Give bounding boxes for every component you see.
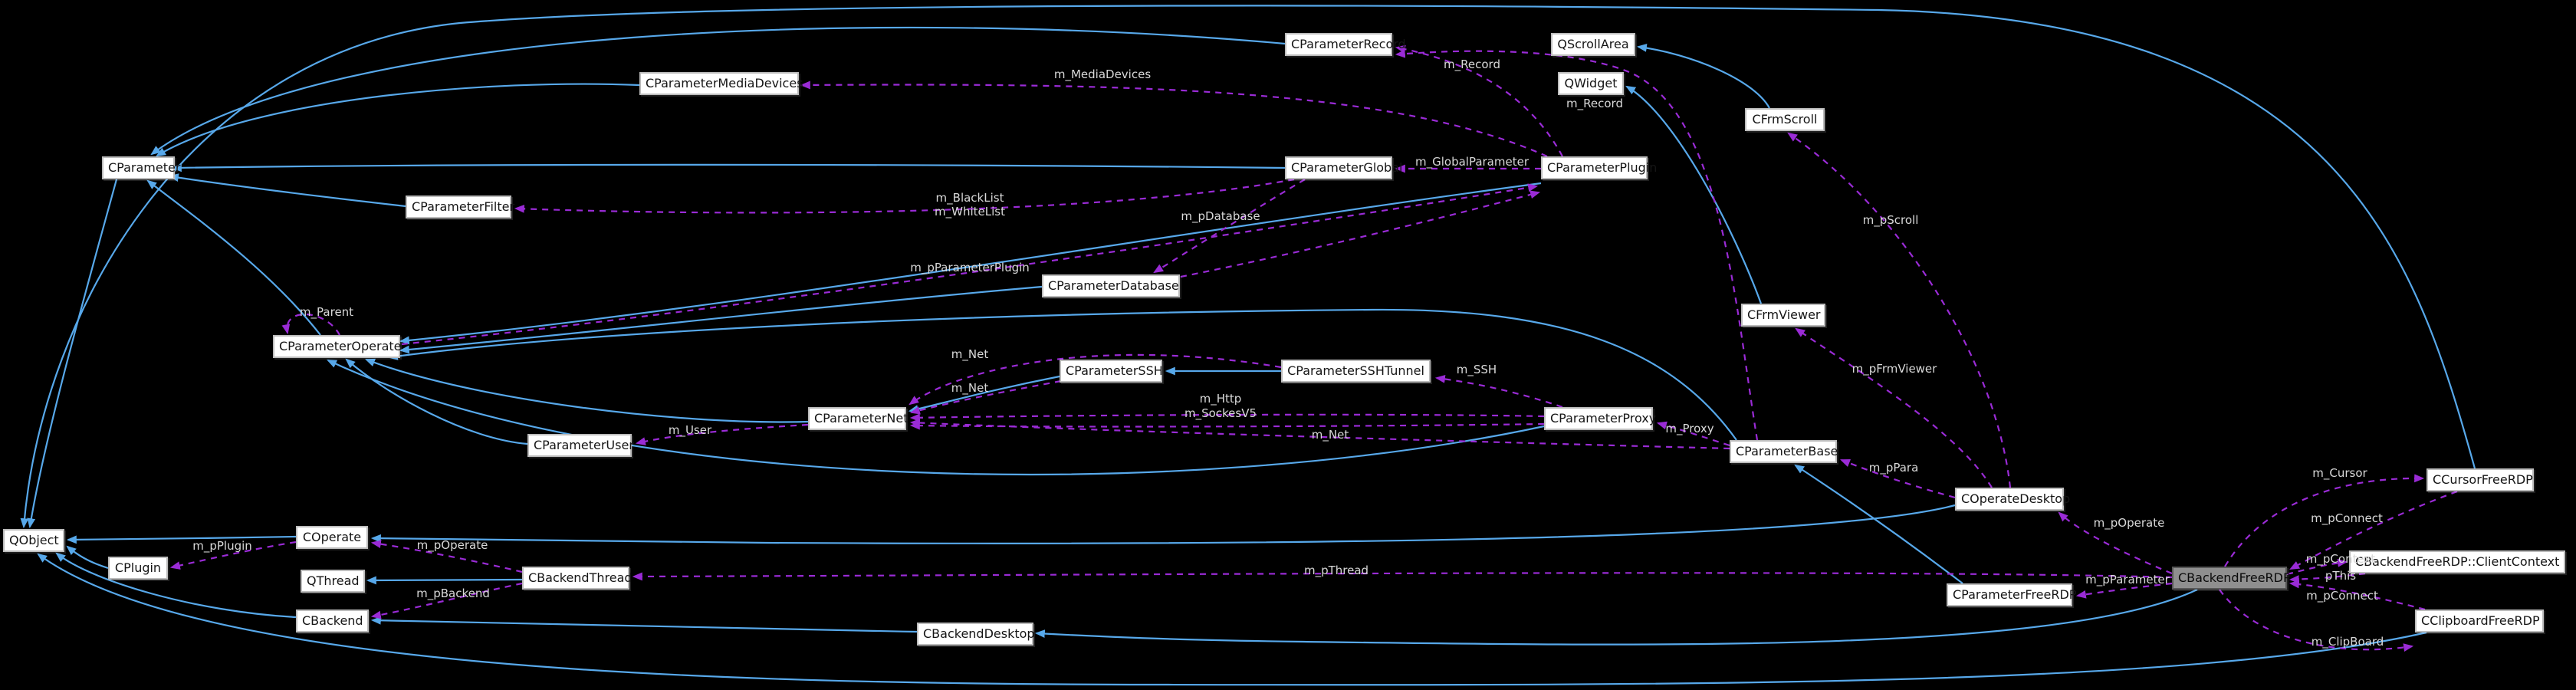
edge-base-record xyxy=(1395,49,1759,441)
edge-bdesktop-backend xyxy=(370,616,918,633)
class-node-qwidget[interactable]: QWidget xyxy=(1558,72,1624,95)
edge-frmviewer-qwidget xyxy=(1625,85,1763,304)
edge-paramfreerdp-base xyxy=(1794,464,1963,584)
class-node-base[interactable]: CParameterBase xyxy=(1730,440,1838,463)
class-node-paramfreerdp[interactable]: CParameterFreeRDP xyxy=(1947,583,2076,606)
edge-clipboard-backendfreerdp xyxy=(2288,580,2426,611)
class-node-coperate[interactable]: COperate xyxy=(296,526,368,549)
class-node-frmviewer[interactable]: CFrmViewer xyxy=(1741,304,1825,327)
edge-backendfreerdp-bdesktop xyxy=(1034,589,2198,646)
edge-user-operate_param xyxy=(345,358,528,445)
edge-opdesktop-frmviewer xyxy=(1795,327,1993,488)
edge-backendfreerdp-bthread xyxy=(632,572,2173,581)
edge-backendfreerdp-paramfreerdp xyxy=(2075,582,2173,599)
edge-plugin-record xyxy=(1395,44,1563,157)
edge-filter-param xyxy=(168,173,406,208)
class-node-bdesktop[interactable]: CBackendDesktop xyxy=(917,623,1035,646)
edge-opdesktop-coperate xyxy=(370,504,1956,544)
class-node-opdesktop[interactable]: COperateDesktop xyxy=(1955,488,2070,511)
class-node-mediadev[interactable]: CParameterMediaDevices xyxy=(639,72,803,95)
edge-opdesktop-base xyxy=(1839,458,1956,499)
class-node-backend[interactable]: CBackend xyxy=(296,610,369,632)
class-node-clipboard[interactable]: CClipboardFreeRDP xyxy=(2415,610,2544,632)
edge-operate_param-plugin xyxy=(401,183,1539,346)
edge-base-operate_param xyxy=(387,308,1737,441)
edge-backend-qobject xyxy=(55,552,297,619)
edge-ssh-net xyxy=(909,380,1062,415)
edge-global-filter xyxy=(514,178,1295,214)
class-node-sshtunnel[interactable]: CParameterSSHTunnel xyxy=(1281,360,1431,383)
edge-backendfreerdp-clipboard xyxy=(2219,589,2414,652)
edge-record-param xyxy=(150,26,1286,156)
edge-proxy-net xyxy=(909,421,1545,430)
class-node-database[interactable]: CParameterDatabase xyxy=(1042,274,1180,297)
edge-operate_param-param xyxy=(146,179,321,336)
class-node-proxy[interactable]: CParameterProxy xyxy=(1544,407,1656,430)
class-node-plugin[interactable]: CParameterPlugin xyxy=(1541,156,1657,179)
edge-mediadev-param xyxy=(156,83,640,157)
class-node-cplugin[interactable]: CPlugin xyxy=(108,557,168,580)
edge-plugin-operate_param xyxy=(399,182,1542,345)
edge-opdesktop-frmscroll xyxy=(1787,132,2012,488)
class-node-filter[interactable]: CParameterFilter xyxy=(406,196,514,219)
class-node-ssh[interactable]: CParameterSSH xyxy=(1060,360,1163,383)
class-node-param[interactable]: CParameter xyxy=(102,156,180,179)
class-node-user[interactable]: CParameterUser xyxy=(527,434,634,457)
class-node-frmscroll[interactable]: CFrmScroll xyxy=(1745,108,1825,131)
edge-bthread-coperate xyxy=(370,540,523,573)
edge-global-param xyxy=(171,163,1286,172)
edge-clipboard-qobject xyxy=(37,553,2427,686)
class-node-net[interactable]: CParameterNet xyxy=(808,407,909,430)
edge-coperate-qobject xyxy=(66,535,297,544)
class-node-operate_param[interactable]: CParameterOperate xyxy=(273,335,402,358)
class-node-record[interactable]: CParameterRecord xyxy=(1285,33,1406,56)
edge-backendfreerdp-clientcontext xyxy=(2286,558,2348,576)
class-node-qobject[interactable]: QObject xyxy=(3,529,64,552)
edge-plugin-mediadev xyxy=(800,80,1548,158)
edge-bthread-backend xyxy=(370,582,523,619)
edge-proxy-operate_param xyxy=(327,360,1545,476)
edge-clientcontext-backendfreerdp xyxy=(2288,572,2366,584)
edge-param-qobject xyxy=(27,179,118,529)
class-node-backendfreerdp[interactable]: CBackendFreeRDP xyxy=(2172,567,2291,590)
edge-proxy-net xyxy=(909,413,1545,422)
edge-proxy-sshtunnel xyxy=(1434,374,1563,409)
edge-cplugin-qobject xyxy=(66,545,109,570)
class-node-global[interactable]: CParameterGlobal xyxy=(1285,156,1402,179)
edge-net-operate_param xyxy=(364,358,810,423)
edge-cursor-qobject xyxy=(20,5,2476,529)
edge-coperate-cplugin xyxy=(169,540,297,570)
class-node-qthread[interactable]: QThread xyxy=(301,570,365,593)
edge-database-plugin xyxy=(1180,190,1541,278)
class-node-cursor[interactable]: CCursorFreeRDP xyxy=(2426,468,2534,491)
edge-ssh-net xyxy=(908,375,1060,413)
edge-frmscroll-scrollarea xyxy=(1636,44,1770,109)
class-node-bthread[interactable]: CBackendThread xyxy=(522,567,632,590)
edge-operate_param-operate_param xyxy=(281,313,340,336)
edge-sshtunnel-net xyxy=(909,353,1282,406)
class-node-clientcontext[interactable]: CBackendFreeRDP::ClientContext xyxy=(2349,550,2565,573)
class-node-scrollarea[interactable]: QScrollArea xyxy=(1551,33,1635,56)
edge-net-user xyxy=(635,423,809,445)
edge-base-proxy xyxy=(1656,421,1730,447)
edge-backendfreerdp-opdesktop xyxy=(2058,511,2173,575)
edge-backendfreerdp-cursor xyxy=(2224,474,2425,567)
edge-database-operate_param xyxy=(399,285,1043,354)
